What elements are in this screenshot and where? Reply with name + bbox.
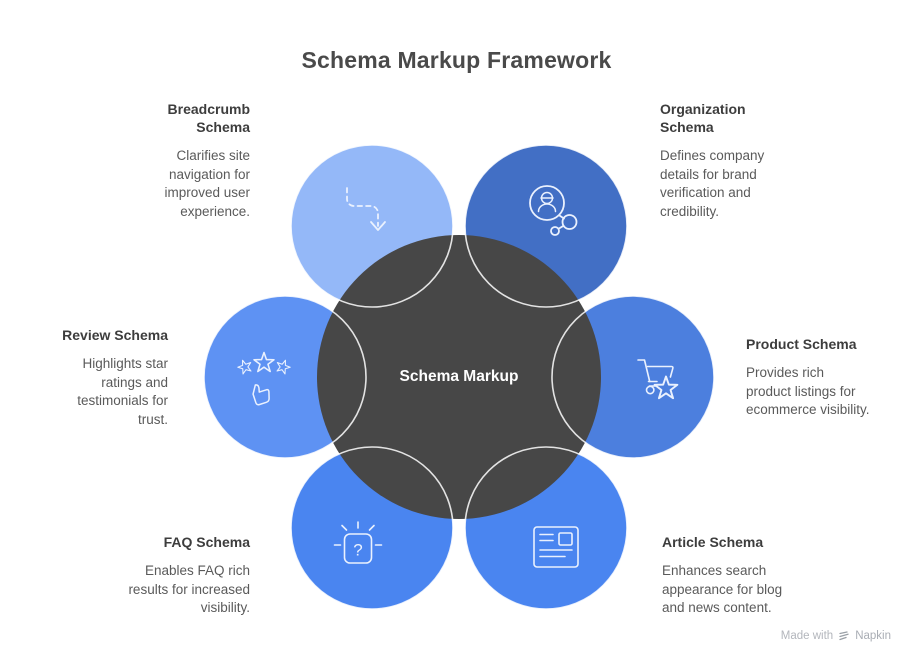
breadcrumb-schema-description: Clarifies site navigation for improved u… <box>164 148 250 219</box>
breadcrumb-schema-label: Breadcrumb Schema Clarifies site navigat… <box>110 100 250 221</box>
organization-schema-heading: Organization Schema <box>660 101 746 135</box>
product-schema-label: Product Schema Provides rich product lis… <box>746 335 896 420</box>
review-schema-label: Review Schema Highlights star ratings an… <box>38 326 168 429</box>
petal-review-outline <box>203 295 367 459</box>
page-title: Schema Markup Framework <box>301 47 612 73</box>
article-card-icon <box>533 526 579 568</box>
article-schema-heading: Article Schema <box>662 534 764 550</box>
faq-schema-heading: FAQ Schema <box>163 534 250 550</box>
napkin-logo-icon <box>839 631 849 641</box>
breadcrumb-schema-heading: Breadcrumb Schema <box>167 101 250 135</box>
petal-organization-outline <box>464 144 628 308</box>
product-schema-heading: Product Schema <box>746 336 857 352</box>
article-schema-description: Enhances search appearance for blog and … <box>662 563 783 615</box>
review-schema-heading: Review Schema <box>62 327 168 343</box>
petal-breadcrumb-outline <box>290 144 454 308</box>
petal-article-outline <box>464 446 628 610</box>
question-box-icon: ? <box>333 521 383 564</box>
product-schema-description: Provides rich product listings for ecomm… <box>746 365 870 417</box>
organization-schema-label: Organization Schema Defines company deta… <box>660 100 820 221</box>
review-schema-description: Highlights star ratings and testimonials… <box>77 356 168 427</box>
organization-schema-description: Defines company details for brand verifi… <box>660 148 765 219</box>
center-hub-label: Schema Markup <box>399 368 519 385</box>
made-with-napkin-watermark: Made with Napkin <box>781 630 891 642</box>
article-schema-label: Article Schema Enhances search appearanc… <box>662 533 822 618</box>
petal-faq-outline <box>290 446 454 610</box>
faq-schema-description: Enables FAQ rich results for increased v… <box>128 563 250 615</box>
shopping-cart-star-icon <box>637 359 679 400</box>
petal-outlines <box>203 144 715 610</box>
stars-thumbs-up-icon <box>237 351 291 406</box>
dashed-path-arrow-icon <box>346 187 386 231</box>
question-mark-glyph: ? <box>353 541 362 560</box>
watermark-made-with-text: Made with <box>780 630 834 642</box>
watermark-brand-text: Napkin <box>855 630 891 642</box>
person-network-icon <box>529 185 578 236</box>
faq-schema-label: FAQ Schema Enables FAQ rich results for … <box>105 533 250 618</box>
petal-product-outline <box>551 295 715 459</box>
